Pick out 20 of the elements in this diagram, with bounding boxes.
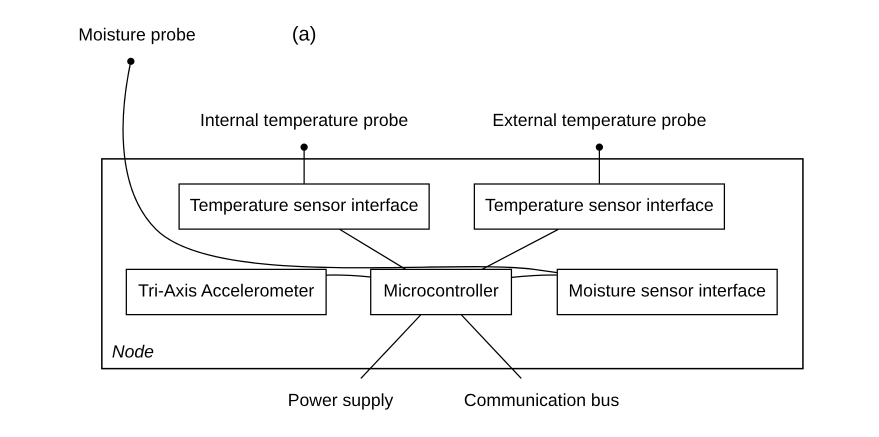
connector: [300, 144, 308, 184]
node-box: Temperature sensor interface: [178, 183, 430, 230]
connector: [482, 228, 558, 270]
connector: [360, 314, 422, 379]
node-box: Tri-Axis Accelerometer: [126, 268, 327, 316]
connector: [339, 228, 406, 270]
connector: [512, 274, 557, 278]
connector: [326, 274, 370, 278]
connector: [596, 144, 604, 184]
node-text: Moisture probe: [78, 24, 196, 44]
label: (a): [292, 23, 316, 46]
node-text: Communication bus: [464, 390, 620, 410]
node-box: Microcontroller: [370, 268, 512, 316]
node-box: Temperature sensor interface: [474, 183, 726, 230]
connector: [460, 314, 522, 379]
node-text: External temperature probe: [492, 110, 706, 130]
node-text: Internal temperature probe: [200, 110, 408, 130]
connector: [122, 58, 558, 274]
node-text: Power supply: [288, 390, 394, 410]
node-box: Moisture sensor interface: [556, 268, 778, 316]
